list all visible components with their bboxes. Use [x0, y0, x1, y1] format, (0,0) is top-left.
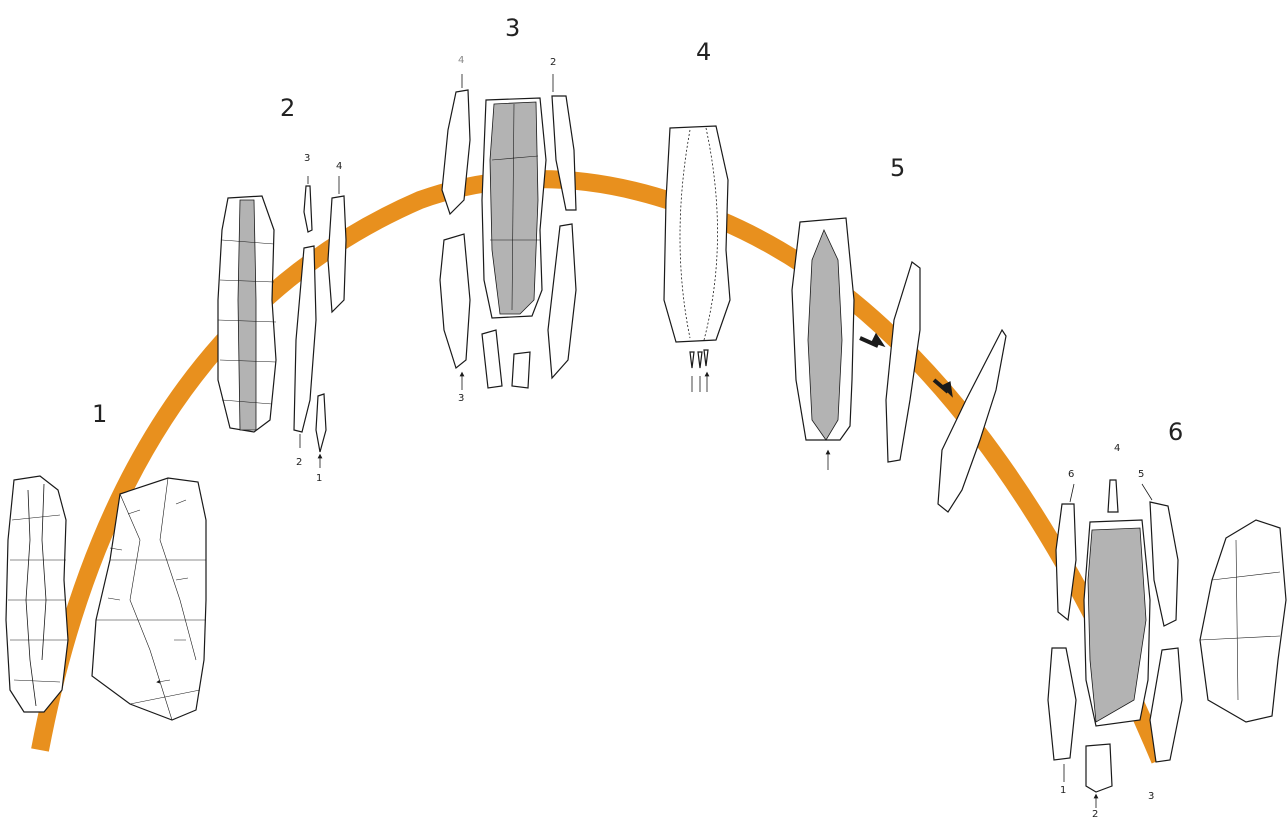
stage-label-3: 3	[505, 14, 521, 42]
stage-3-flake-b	[511, 351, 531, 389]
stage-6-item-label: 4	[1114, 443, 1121, 454]
stage-2-core-shaded-band	[237, 199, 257, 431]
stage-5-blade-b	[937, 328, 1007, 513]
stage-label-2: 2	[280, 94, 296, 122]
stage-6-blade-3	[1149, 647, 1183, 763]
stage-6-blade-5	[1149, 501, 1179, 627]
stage-6-blade-4	[1107, 479, 1119, 513]
stage-2-item-label: 2	[296, 457, 303, 468]
stage-2-artifacts	[217, 176, 347, 468]
stage-2-item-label: 1	[316, 473, 323, 484]
stage-1-biface-edge-view	[5, 475, 69, 713]
stage-6-core-shade	[1087, 527, 1147, 723]
reduction-sequence-arc	[31, 170, 1169, 764]
stage-3-flake-a	[481, 329, 503, 389]
stage-6-blade-6	[1055, 503, 1077, 622]
stage-6-flake-right	[1199, 519, 1287, 723]
stage-5-blade-a	[885, 261, 921, 463]
stage-label-6: 6	[1168, 418, 1184, 446]
stage-6-item-label: 2	[1092, 809, 1099, 820]
stage-3-blade-3	[439, 233, 471, 370]
stage-6-item-label: 1	[1060, 785, 1067, 796]
stage-3-item-label: 3	[458, 393, 465, 404]
stage-6-flake-2	[1085, 743, 1113, 793]
stage-2-blade-4	[327, 195, 347, 314]
stage-5-core-shade	[807, 228, 843, 441]
stage-3-blade-right	[547, 223, 577, 380]
stage-label-1: 1	[92, 400, 108, 428]
stage-6-item-label: 5	[1138, 469, 1145, 480]
stage-1-artifacts	[5, 475, 207, 721]
stage-label-5: 5	[890, 154, 906, 182]
stage-2-blade-3	[303, 185, 313, 233]
stage-3-core-shade	[489, 101, 539, 315]
stage-2-blade-1	[315, 393, 327, 453]
stage-3-blade-4	[441, 89, 471, 216]
stage-3-item-label: 2	[550, 57, 557, 68]
stage-6-item-label: 6	[1068, 469, 1075, 480]
stage-2-item-label: 3	[304, 153, 311, 164]
stage-4-artifacts	[663, 125, 731, 392]
stage-label-4: 4	[696, 38, 712, 66]
stage-6-artifacts	[1047, 479, 1287, 808]
stage-5-artifacts	[791, 217, 1007, 513]
stage-4-core	[663, 125, 731, 343]
stage-4-bladelets	[689, 349, 709, 369]
stage-3-item-label: 4	[458, 55, 465, 66]
stage-3-blade-2	[551, 95, 577, 211]
stage-6-blade-1	[1047, 647, 1077, 761]
stage-2-blade-2	[293, 245, 317, 433]
stage-6-item-label: 3	[1148, 791, 1155, 802]
stage-3-artifacts	[439, 74, 577, 390]
stage-2-item-label: 4	[336, 161, 343, 172]
